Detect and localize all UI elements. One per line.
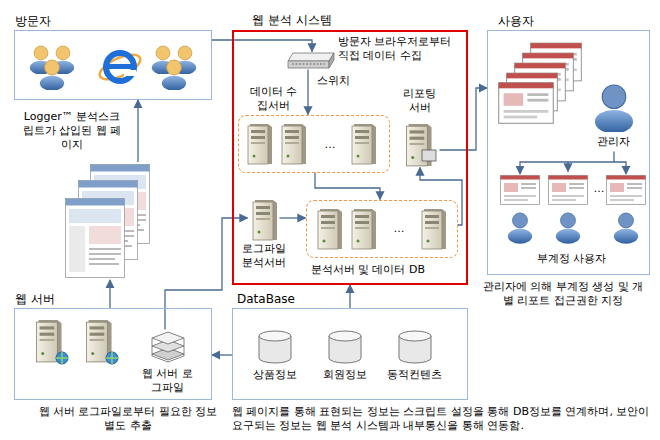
- panel-title: DataBase: [237, 292, 295, 306]
- sub-account-icons: [501, 176, 646, 244]
- node-label: 웹 서버 로그파일: [138, 367, 198, 395]
- panel-title: 사용자: [498, 14, 534, 28]
- visitor-icons: [30, 46, 197, 91]
- ellipsis: …: [384, 222, 414, 236]
- log-shape: [148, 330, 188, 364]
- branch-lines: [520, 162, 626, 174]
- server-group: 분석서버 및 데이터 DB: [306, 200, 458, 258]
- ellipsis: …: [318, 138, 342, 152]
- admin-icon: [595, 85, 633, 133]
- connector-arrow: [315, 173, 380, 200]
- user-group: 부계정 사용자: [497, 172, 647, 270]
- note: 웹 서버 로그파일로부터 필요한 정보 별도 추출: [38, 405, 218, 433]
- node-label: 스위치: [317, 74, 350, 88]
- server-group: 데이터 수집서버: [238, 115, 390, 173]
- node-label: 부계정 사용자: [497, 252, 647, 266]
- note: 관리자에 의해 부계정 생성 및 개별 리포트 접근권한 지정: [478, 280, 648, 308]
- web-page-illustration: Logger™ 분석스크립트가 삽입된 웹 페이지: [62, 162, 152, 280]
- server-icon: 로그파일 분석서버: [248, 198, 280, 240]
- annotation: 방문자 브라우저로부터 직접 데이터 수집: [338, 35, 456, 63]
- reporting-server: [406, 124, 436, 166]
- log-file-icon: 웹 서버 로그파일: [148, 330, 188, 364]
- node-label: 관리자: [584, 135, 644, 149]
- collection-servers: [248, 124, 376, 164]
- cyl-shape: [398, 330, 432, 364]
- analysis-servers: [318, 209, 446, 249]
- connector-arrow: [349, 285, 350, 308]
- db-cylinder: 상품정보: [258, 330, 292, 364]
- cyl-shape: [258, 330, 292, 364]
- db-cylinder: 회원정보: [328, 330, 362, 364]
- ellipsis: …: [590, 182, 608, 196]
- connector-arrow: [280, 217, 306, 218]
- server-icon: 리포팅 서버: [400, 120, 440, 168]
- node-label: 회원정보: [310, 368, 380, 382]
- panel-box: 웹 서버웹 서버 로그파일: [14, 308, 212, 400]
- connector-arrow: [420, 168, 462, 226]
- panel-title: 방문자: [15, 14, 51, 28]
- person-icon: 관리자: [590, 80, 638, 152]
- switch-shape: [287, 52, 335, 70]
- connector-arrow: [307, 70, 308, 115]
- connector-arrow: [568, 152, 614, 172]
- panel-title: 웹 분석 시스템: [252, 13, 332, 27]
- log-analysis-server: [253, 200, 277, 240]
- node-label: 분석서버 및 데이터 DB: [311, 263, 426, 277]
- panel-box: 사용자관리자부계정 사용자: [487, 30, 650, 275]
- connector-arrow: [212, 354, 232, 355]
- cyl-shape: [328, 330, 362, 364]
- node-label: Logger™ 분석스크립트가 삽입된 웹 페이지: [22, 110, 122, 152]
- note: 웹 페이지를 통해 표현되는 정보는 스크립트 설정을 통해 DB정보를 연계하…: [232, 405, 658, 433]
- browser-icon: [96, 50, 143, 85]
- node-label: 상품정보: [240, 368, 310, 382]
- node-label: 동적컨텐츠: [380, 368, 450, 382]
- switch-icon: 스위치: [287, 52, 335, 70]
- report-stack: [499, 43, 582, 123]
- node-label: 리포팅 서버: [398, 87, 442, 115]
- connector-arrow: [440, 88, 488, 150]
- web-server-icons: [36, 320, 118, 364]
- node-label: 데이터 수집서버: [249, 85, 299, 113]
- connector-arrow: [109, 280, 110, 308]
- db-cylinder: 동적컨텐츠: [398, 330, 432, 364]
- system-box: 웹 분석 시스템스위치데이터 수집서버리포팅 서버로그파일 분석서버분석서버 및…: [232, 30, 468, 285]
- connector-arrow: [212, 40, 312, 52]
- panel-box: 방문자: [14, 30, 212, 100]
- panel-title: 웹 서버: [15, 292, 55, 306]
- connector-arrow: [165, 218, 248, 330]
- node-label: 로그파일 분석서버: [236, 242, 292, 270]
- web-page-stack: [66, 165, 150, 278]
- connector-arrow: [137, 100, 138, 162]
- panel-box: DataBase상품정보회원정보동적컨텐츠: [232, 308, 468, 400]
